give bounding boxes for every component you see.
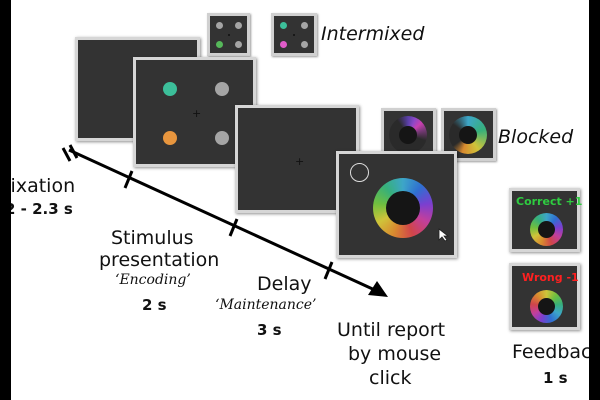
feedback-correct-text: Correct +1 [516, 195, 583, 208]
color-wheel-icon [530, 213, 563, 246]
blocked-label: Blocked [498, 126, 574, 148]
stimulus-duration: 2 s [142, 296, 167, 314]
stim-dot [216, 22, 223, 29]
fixation-dot [228, 34, 230, 36]
timeline-arrow-icon [61, 144, 388, 297]
stim-dot-orange [163, 131, 177, 145]
fixation-cross: + [295, 155, 305, 168]
stim-dot-gray [215, 82, 229, 96]
feedback-wrong-text: Wrong -1 [522, 271, 579, 284]
intermixed-thumb-2 [271, 13, 317, 56]
delay-subtitle: ‘Maintenance’ [215, 297, 317, 313]
stimulus-subtitle: ‘Encoding’ [115, 272, 191, 288]
feedback-duration: 1 s [543, 369, 568, 387]
stim-dot [280, 22, 287, 29]
fixation-duration: 2 - 2.3 s [11, 200, 73, 218]
stim-dot [280, 41, 287, 48]
intermixed-label: Intermixed [321, 23, 425, 45]
stim-dot [301, 22, 308, 29]
report-line-2: by mouse [348, 343, 442, 365]
stimulus-title-1: Stimulus [111, 227, 194, 249]
feedback-wrong-screen: Wrong -1 [509, 263, 580, 330]
stim-dot-gray [215, 131, 229, 145]
feedback-title: Feedback [512, 341, 589, 363]
intermixed-thumb-1 [207, 13, 250, 56]
feedback-correct-screen: Correct +1 [509, 188, 583, 252]
mouse-cursor-icon [438, 228, 450, 242]
color-wheel-icon [449, 116, 487, 154]
report-screen [336, 151, 457, 258]
figure-panel: Intermixed + + Blocked Correct +1 [11, 0, 589, 400]
stim-dot [301, 41, 308, 48]
color-wheel-icon [530, 290, 563, 323]
delay-duration: 3 s [257, 321, 282, 339]
color-wheel-icon [373, 178, 433, 238]
stim-dot-teal [163, 82, 177, 96]
fixation-dot [293, 34, 295, 36]
fixation-title: Fixation [11, 175, 76, 197]
color-wheel-icon [389, 116, 427, 154]
report-line-1: Until report [337, 319, 446, 341]
fixation-cross: + [192, 107, 202, 120]
stim-dot [235, 22, 242, 29]
delay-title: Delay [257, 273, 312, 295]
stimulus-title-2: presentation [99, 249, 220, 271]
probe-circle [350, 163, 369, 182]
report-line-3: click [369, 367, 412, 389]
stim-dot [216, 41, 223, 48]
stim-dot [235, 41, 242, 48]
